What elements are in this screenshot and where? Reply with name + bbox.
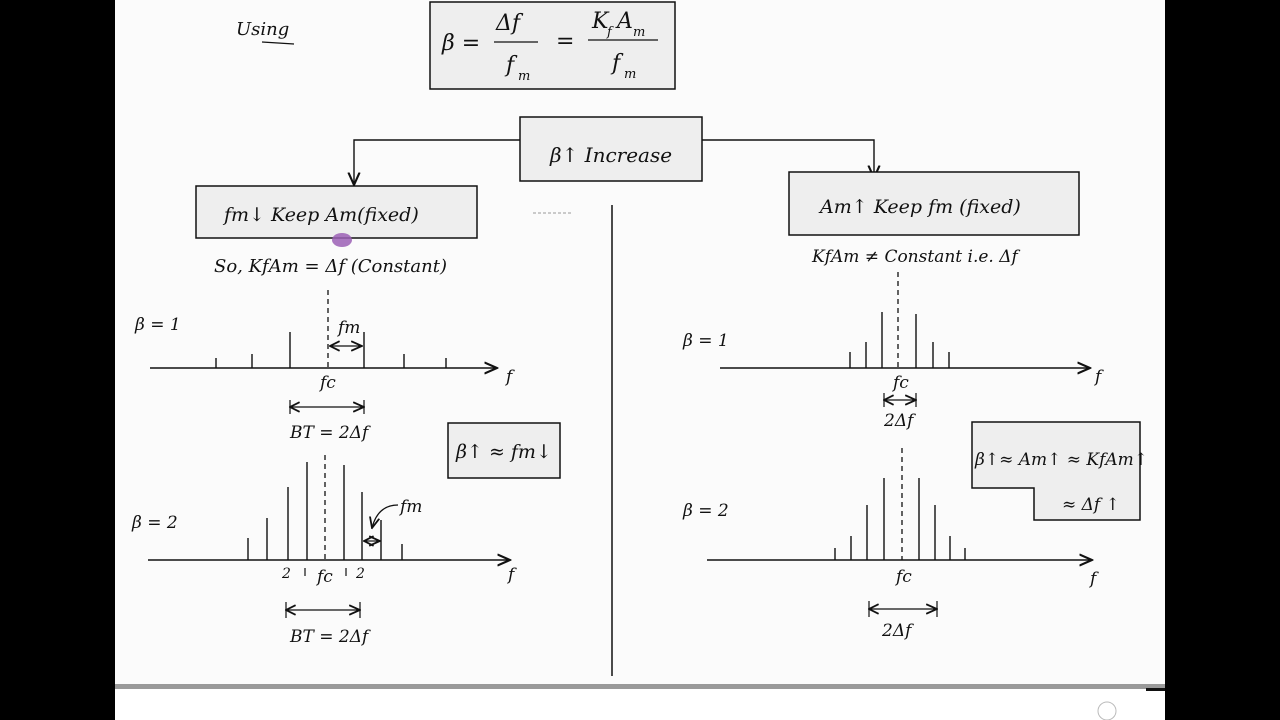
left-beta1-axis-label: f [504,367,515,387]
left-beta2-spectral-lines [247,462,403,560]
formula-frac2-num-sub: f [606,25,614,40]
ink-smudge [332,233,352,247]
formula-frac2-num-rest-sub: m [633,25,645,40]
left-beta2-fm-pointer [372,504,399,528]
left-beta2-fm-label: fm [398,497,422,517]
left-beta2-bt-label: BT = 2Δf [289,627,371,647]
left-beta2-tick-right: 2 [355,566,365,582]
formula-frac1-den-sub: m [518,69,530,84]
formula-eq: = [556,29,574,54]
right-beta1-bw-label: 2Δf [883,411,916,431]
left-beta1-fc-label: fc [318,373,336,393]
right-beta2-label: β = 2 [682,501,729,521]
right-beta2-spectral-lines [834,478,966,560]
left-beta1-bt-label: BT = 2Δf [289,423,371,443]
using-label: Using [236,19,289,40]
right-beta2-bw-label: 2Δf [881,621,914,641]
right-beta1-label: β = 1 [682,331,729,351]
right-beta1-spectral-lines [849,312,950,368]
right-beta1-axis-label: f [1093,367,1104,387]
formula-frac2-num: K [591,9,610,34]
right-beta2-axis-label: f [1088,569,1099,589]
right-beta1-fc-label: fc [891,373,909,393]
center-box-label: β↑ Increase [549,143,672,167]
left-note-box [447,422,561,479]
formula-box [429,1,676,90]
left-beta2-label: β = 2 [131,513,178,533]
left-so-line: So, KfAm = Δf (Constant) [214,256,447,277]
left-beta1-fm-label: fm [336,318,360,338]
formula-frac2-den-sub: m [624,67,636,82]
corner-bar [1146,688,1165,691]
right-condition-box [788,171,1080,236]
formula-frac2-num-rest: A [615,9,633,34]
formula-frac1-num: Δf [495,11,524,36]
left-note-label: β↑ ≈ fm↓ [455,441,552,463]
center-box [519,116,703,182]
formula-lhs: β = [441,31,480,56]
right-note-line1: β↑≈ Am↑ ≈ KfAm↑ [974,450,1148,470]
right-note-box [971,421,1141,521]
page-bottom-bar [115,684,1165,689]
left-condition-label: fm↓ Keep Am(fixed) [222,204,419,226]
page-footer-area [115,689,1165,720]
left-beta1-label: β = 1 [134,315,181,335]
left-condition-box [195,185,478,239]
left-beta2-axis-label: f [506,565,517,585]
right-condition-label: Am↑ Keep fm (fixed) [818,196,1021,218]
right-beta2-fc-label: fc [894,567,912,587]
using-underline [261,41,295,45]
corner-watermark-icon [1097,701,1117,720]
right-kf-line: KfAm ≠ Constant i.e. Δf [811,247,1020,267]
left-beta1-spectral-lines [215,332,447,368]
left-beta2-tick-left: 2 [281,566,291,582]
left-branch-arrow [354,139,520,185]
right-note-line2: ≈ Δf ↑ [1062,495,1120,515]
right-branch-arrow [702,139,874,178]
left-beta2-fc-label: fc [315,567,333,587]
